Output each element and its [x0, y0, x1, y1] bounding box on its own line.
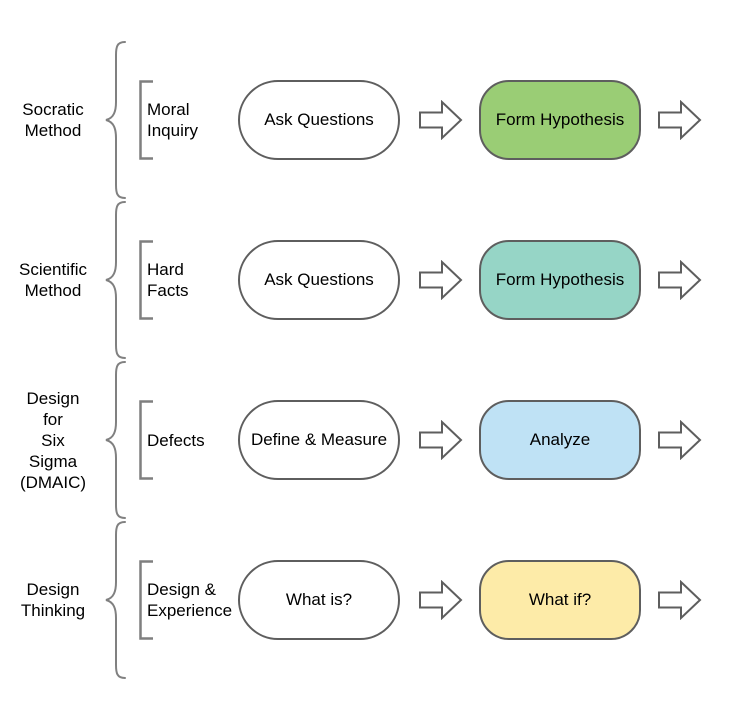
step-shape-ask-questions: Ask Questions — [238, 240, 400, 320]
focus-label: Hard Facts — [147, 260, 189, 300]
step-shape-analyze: Analyze — [479, 400, 641, 480]
step-label: Analyze — [529, 430, 591, 449]
step-shape-form-hypothesis: Form Hypothesis — [479, 240, 641, 320]
flow-arrow-icon — [419, 100, 463, 140]
method-row-design-thinking: Design Thinking Design & Experience What… — [0, 520, 740, 680]
method-row-socratic: Socratic Method Moral Inquiry Ask Questi… — [0, 40, 740, 200]
step-label: What is? — [285, 590, 353, 609]
flow-arrow-icon — [658, 580, 702, 620]
curly-brace-icon — [105, 41, 126, 199]
method-row-dmaic: Design for Six Sigma (DMAIC) Defects Def… — [0, 360, 740, 520]
focus-label: Design & Experience — [147, 580, 233, 620]
method-name-label: Scientific Method — [18, 260, 88, 300]
flow-arrow-icon — [419, 420, 463, 460]
square-bracket-icon — [139, 80, 153, 160]
step-shape-ask-questions: Ask Questions — [238, 80, 400, 160]
step-shape-what-is: What is? — [238, 560, 400, 640]
square-bracket-icon — [139, 400, 153, 480]
step-label: Define & Measure — [250, 430, 388, 449]
flow-arrow-icon — [419, 260, 463, 300]
curly-brace-icon — [105, 521, 126, 679]
step-shape-what-if: What if? — [479, 560, 641, 640]
step-label: What if? — [528, 590, 592, 609]
flow-arrow-icon — [658, 260, 702, 300]
step-label: Form Hypothesis — [495, 110, 625, 129]
curly-brace-icon — [105, 361, 126, 519]
method-name-label: Design for Six Sigma (DMAIC) — [19, 388, 87, 492]
step-label: Form Hypothesis — [495, 270, 625, 289]
step-shape-form-hypothesis: Form Hypothesis — [479, 80, 641, 160]
method-row-scientific: Scientific Method Hard Facts Ask Questio… — [0, 200, 740, 360]
method-name-label: Design Thinking — [20, 580, 86, 620]
square-bracket-icon — [139, 240, 153, 320]
step-label: Ask Questions — [264, 110, 374, 129]
step-label: Ask Questions — [264, 270, 374, 289]
focus-label: Defects — [147, 430, 205, 450]
flow-arrow-icon — [658, 420, 702, 460]
flow-arrow-icon — [419, 580, 463, 620]
square-bracket-icon — [139, 560, 153, 640]
step-shape-define-measure: Define & Measure — [238, 400, 400, 480]
curly-brace-icon — [105, 201, 126, 359]
focus-label: Moral Inquiry — [147, 100, 199, 140]
method-name-label: Socratic Method — [22, 100, 84, 140]
flow-arrow-icon — [658, 100, 702, 140]
